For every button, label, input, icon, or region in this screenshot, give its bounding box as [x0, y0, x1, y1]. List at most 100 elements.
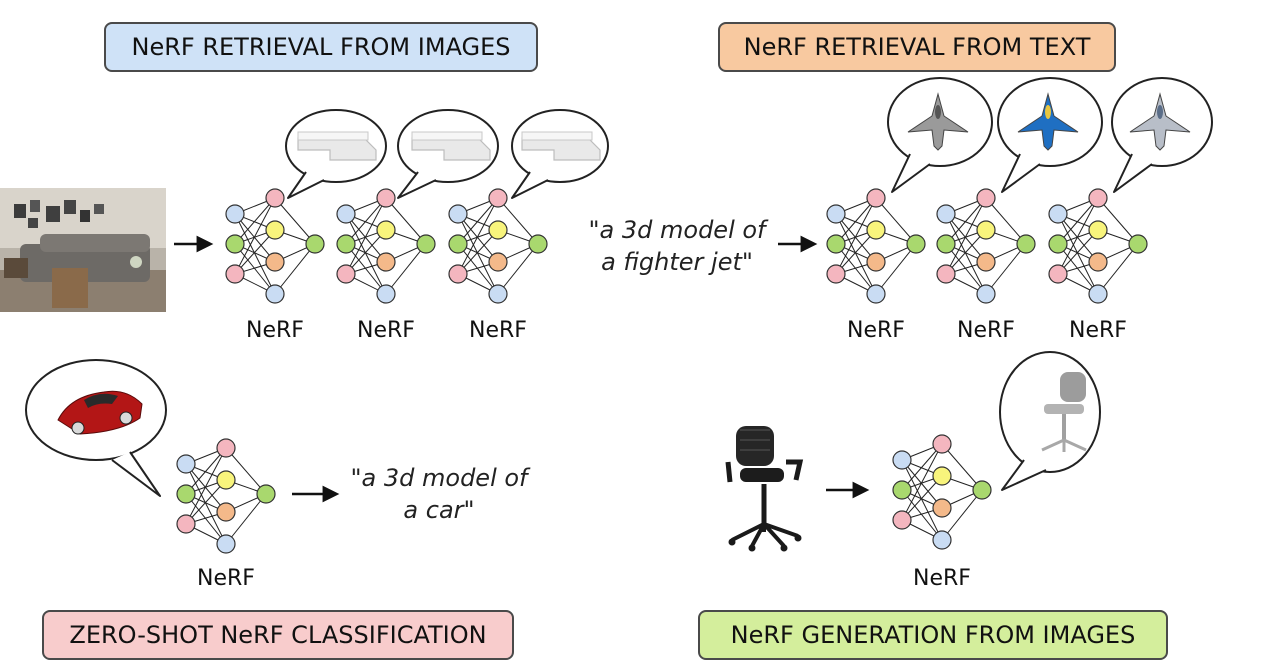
network-node	[932, 530, 952, 550]
network-edge	[225, 493, 267, 545]
network-node	[528, 234, 548, 254]
fighter-jet-render	[1017, 92, 1079, 151]
network-node	[448, 264, 468, 284]
speech-bubble-icon	[999, 351, 1101, 491]
network-node	[488, 220, 508, 240]
title-retrieval-from-images: NeRF RETRIEVAL FROM IMAGES	[104, 22, 538, 72]
network-edge	[274, 243, 316, 295]
network-edge	[345, 197, 387, 275]
bubble-tail	[287, 171, 325, 199]
network-node	[866, 220, 886, 240]
network-edge	[875, 243, 917, 295]
sofa-render	[411, 131, 491, 161]
speech-bubble-icon	[1111, 77, 1213, 193]
bubble-tail	[511, 171, 549, 199]
network-node	[488, 188, 508, 208]
query-car: "a 3d model of a car"	[342, 462, 536, 526]
network-node	[216, 502, 236, 522]
network-edge	[1057, 243, 1099, 295]
network-node	[448, 204, 468, 224]
bubble-tail	[1113, 153, 1153, 193]
network-edge	[1057, 213, 1099, 295]
network-node	[866, 284, 886, 304]
network-edge	[985, 197, 1027, 245]
network-edge	[457, 213, 499, 263]
network-edge	[901, 459, 943, 509]
network-node	[265, 252, 285, 272]
network-edge	[945, 243, 987, 295]
network-edge	[835, 243, 877, 295]
chair-render	[1041, 372, 1087, 452]
jet-cockpit	[935, 105, 941, 119]
network-node	[376, 220, 396, 240]
network-edge	[941, 489, 983, 541]
network-edge	[234, 213, 276, 295]
network-edge	[1057, 197, 1099, 275]
network-node	[892, 480, 912, 500]
title-zero-shot-classification: ZERO-SHOT NeRF CLASSIFICATION	[42, 610, 514, 660]
jet-cockpit	[1045, 105, 1051, 119]
network-edge	[345, 229, 387, 275]
network-edge	[185, 447, 227, 495]
speech-bubble-icon	[997, 77, 1103, 193]
network-node	[376, 284, 396, 304]
network-edge	[901, 443, 943, 491]
network-edge	[457, 197, 499, 275]
network-edge	[901, 443, 943, 521]
speech-bubble-icon	[887, 77, 993, 193]
network-node	[336, 234, 356, 254]
nerf-label: NeRF	[357, 318, 415, 343]
network-edge	[185, 463, 227, 545]
nerf-network-icon	[1048, 188, 1148, 304]
network-node	[976, 188, 996, 208]
network-node	[216, 438, 236, 458]
chair-seat	[1044, 404, 1084, 414]
nerf-network-icon	[826, 188, 926, 304]
network-edge	[1057, 197, 1099, 245]
nerf-label: NeRF	[1069, 318, 1127, 343]
network-edge	[457, 243, 499, 295]
office-chair-photo	[725, 426, 804, 552]
query-line: "a 3d model of	[588, 216, 766, 244]
network-edge	[345, 213, 387, 263]
network-node	[225, 204, 245, 224]
network-node	[1088, 188, 1108, 208]
network-edge	[345, 213, 387, 295]
title-retrieval-from-text: NeRF RETRIEVAL FROM TEXT	[718, 22, 1116, 72]
network-node	[936, 204, 956, 224]
network-node	[892, 510, 912, 530]
nerf-network-icon	[225, 188, 325, 304]
chair-base	[1041, 438, 1087, 452]
network-node	[176, 484, 196, 504]
network-node	[972, 480, 992, 500]
network-edge	[345, 197, 387, 245]
sofa-back	[521, 131, 593, 141]
network-edge	[1097, 243, 1139, 295]
network-edge	[234, 197, 276, 245]
network-edge	[457, 197, 499, 245]
bubble-tail	[397, 171, 437, 199]
network-node	[932, 466, 952, 486]
jet-body	[1017, 92, 1079, 151]
network-edge	[835, 197, 877, 275]
network-node	[336, 264, 356, 284]
network-node	[976, 252, 996, 272]
network-edge	[274, 197, 316, 245]
network-node	[256, 484, 276, 504]
network-edge	[1057, 229, 1099, 275]
car-windshield	[84, 393, 118, 408]
network-node	[176, 454, 196, 474]
network-edge	[1097, 197, 1139, 245]
network-edge	[901, 475, 943, 521]
network-node	[1048, 234, 1068, 254]
car-wheel	[119, 411, 133, 425]
network-edge	[234, 229, 276, 275]
network-edge	[945, 197, 987, 275]
network-edge	[945, 213, 987, 263]
network-edge	[941, 443, 983, 491]
fighter-jet-render	[907, 92, 969, 151]
network-edge	[185, 447, 227, 525]
speech-bubble-icon	[25, 359, 167, 497]
network-node	[336, 204, 356, 224]
network-edge	[345, 243, 387, 295]
